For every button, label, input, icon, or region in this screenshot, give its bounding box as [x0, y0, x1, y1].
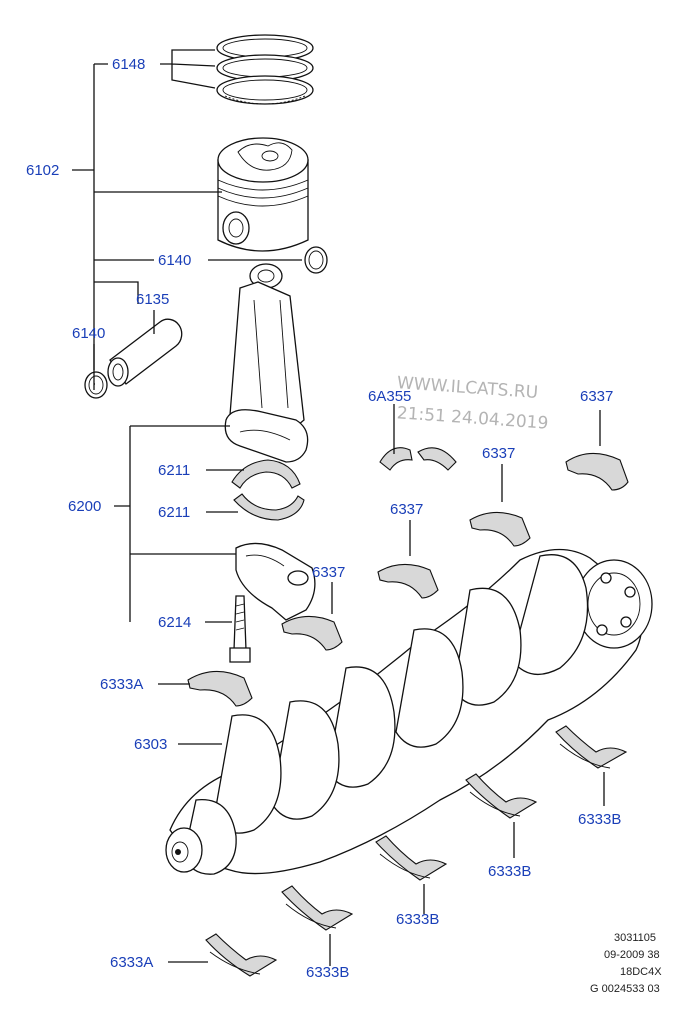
- main-bearing-shell-3-part: [377, 563, 439, 599]
- label-6135[interactable]: 6135: [136, 291, 169, 308]
- label-6200[interactable]: 6200: [68, 498, 101, 515]
- piston-pin-part: [107, 318, 183, 387]
- leader-lines: [72, 49, 605, 966]
- label-6A355[interactable]: 6A355: [368, 388, 411, 405]
- lower-bearing-a1-part: [187, 670, 253, 707]
- lower-bearing-b4-part: [281, 885, 354, 931]
- watermark-timestamp: 21:51 24.04.2019: [396, 403, 549, 434]
- rod-cap-part: [235, 542, 316, 621]
- label-6333B-3[interactable]: 6333B: [396, 911, 439, 928]
- watermark-site: WWW.ILCATS.RU: [396, 373, 538, 403]
- label-6333A-upper[interactable]: 6333A: [100, 676, 143, 693]
- main-bearing-shell-4-part: [281, 615, 343, 651]
- label-6303[interactable]: 6303: [134, 736, 167, 753]
- label-6211-upper[interactable]: 6211: [158, 462, 190, 479]
- watermark: WWW.ILCATS.RU 21:51 24.04.2019: [396, 373, 549, 434]
- thrust-washers-part: [379, 447, 457, 471]
- label-6102[interactable]: 6102: [26, 162, 59, 179]
- label-6337-right[interactable]: 6337: [580, 388, 613, 405]
- label-6337-left[interactable]: 6337: [390, 501, 423, 518]
- label-6333B-1[interactable]: 6333B: [578, 811, 621, 828]
- rod-bolt-part: [229, 595, 251, 663]
- label-6140-lower[interactable]: 6140: [72, 325, 105, 342]
- reference-line-2: 09-2009 38: [604, 949, 660, 961]
- label-6140-upper[interactable]: 6140: [158, 252, 191, 269]
- label-6337-rodcap[interactable]: 6337: [312, 564, 345, 581]
- snap-ring-upper-part: [304, 246, 328, 274]
- piston-part: [217, 137, 309, 252]
- lower-bearing-b1-part: [555, 725, 628, 769]
- label-6333B-4[interactable]: 6333B: [306, 964, 349, 981]
- crankshaft-part: [165, 548, 653, 875]
- reference-line-1: 3031105: [614, 932, 656, 944]
- snap-ring-lower-part: [84, 371, 108, 399]
- connecting-rod-part: [224, 263, 309, 463]
- label-6333B-2[interactable]: 6333B: [488, 863, 531, 880]
- label-6337-middle[interactable]: 6337: [482, 445, 515, 462]
- label-6333A-lower[interactable]: 6333A: [110, 954, 153, 971]
- reference-block: 3031105 09-2009 38 18DC4X G 0024533 03: [590, 932, 662, 995]
- reference-line-3: 18DC4X: [620, 966, 662, 978]
- label-6214[interactable]: 6214: [158, 614, 191, 631]
- label-6211-lower[interactable]: 6211: [158, 504, 190, 521]
- part-labels: 6148 6102 6140 6135 6140 6211 6200 6211 …: [26, 56, 621, 981]
- rod-bearing-lower-part: [233, 493, 305, 521]
- label-6148[interactable]: 6148: [112, 56, 145, 73]
- reference-line-4: G 0024533 03: [590, 983, 660, 995]
- piston-rings-part: [216, 34, 314, 105]
- main-bearing-shell-2-part: [469, 511, 531, 547]
- lower-bearing-b3-part: [375, 835, 448, 881]
- main-bearing-shell-1-part: [565, 452, 629, 491]
- rod-bearing-upper-part: [231, 459, 301, 489]
- lower-bearing-a2-part: [205, 933, 278, 977]
- lower-bearing-b2-part: [465, 773, 538, 819]
